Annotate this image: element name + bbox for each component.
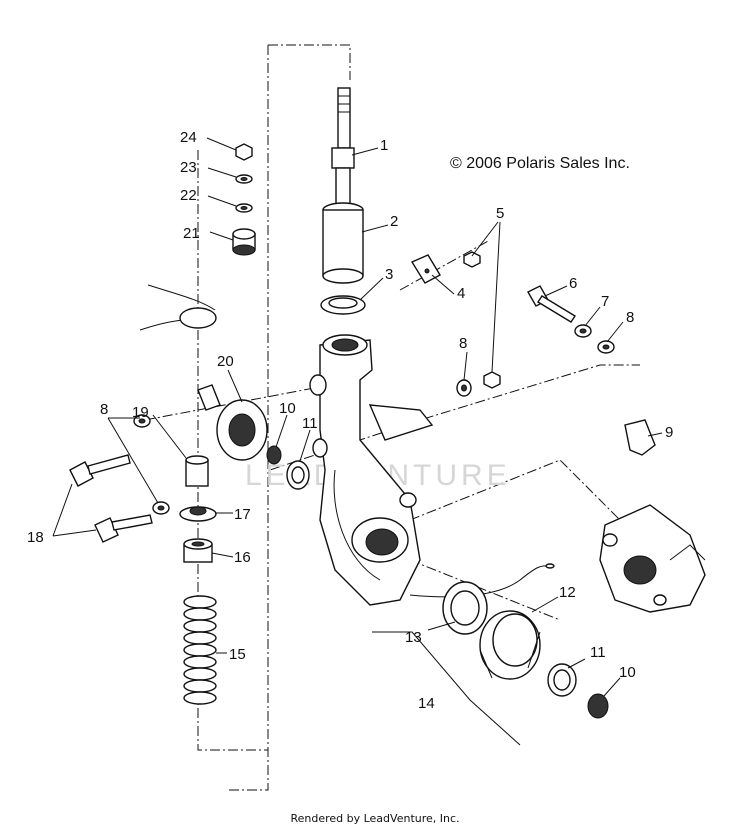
bolt-6	[527, 285, 576, 323]
callout-18: 18	[27, 529, 44, 546]
callout-15: 15	[229, 646, 246, 663]
footer-credit: Rendered by LeadVenture, Inc.	[290, 812, 459, 825]
callout-7: 7	[601, 293, 609, 310]
callout-labels: 1 2 3 4 5 6 7 8 8 8 9 10 10 11 11 12 13 …	[27, 129, 673, 712]
callout-6: 6	[569, 275, 577, 292]
brake-pad-9	[624, 419, 656, 456]
nut-5-lower	[483, 371, 501, 389]
bearing-cone-10-upper	[266, 445, 282, 465]
callout-11-upper: 11	[302, 415, 318, 432]
brake-caliper	[599, 504, 706, 613]
strut-shaft	[331, 87, 355, 207]
callout-8-center: 8	[459, 335, 467, 352]
group-bracket-14	[372, 631, 521, 746]
flanged-nut-17	[179, 506, 217, 522]
washer-8-center	[456, 379, 472, 397]
callout-8-right: 8	[626, 309, 634, 326]
callout-20: 20	[217, 353, 234, 370]
seal-11-upper	[286, 460, 310, 490]
copyright-notice: © 2006 Polaris Sales Inc.	[450, 155, 630, 172]
callout-8-left: 8	[100, 401, 108, 418]
callout-12: 12	[559, 584, 576, 601]
seal-13	[442, 581, 488, 635]
callout-21: 21	[183, 225, 200, 242]
callout-9: 9	[665, 424, 673, 441]
nut-5-upper	[463, 251, 481, 268]
bolt-18-lower	[94, 514, 153, 543]
callout-1: 1	[380, 137, 388, 154]
washer-22	[235, 203, 253, 213]
bushing-ring	[320, 295, 366, 315]
washer-7	[574, 324, 592, 338]
washer-23	[235, 174, 253, 184]
bearing-race-12	[479, 610, 541, 680]
strut-cartridge	[322, 202, 364, 284]
spindle-body	[309, 334, 434, 606]
leader-lines	[52, 137, 663, 697]
callout-17: 17	[234, 506, 251, 523]
callout-10-upper: 10	[279, 400, 296, 417]
nut-19	[185, 455, 209, 487]
nut-24	[235, 143, 253, 161]
callout-11-lower: 11	[590, 644, 606, 661]
callout-10-lower: 10	[619, 664, 636, 681]
callout-5: 5	[496, 205, 504, 222]
grease-fitting	[197, 384, 221, 411]
bearing-20	[216, 399, 268, 461]
callout-22: 22	[180, 187, 197, 204]
callout-3: 3	[385, 266, 393, 283]
callout-13: 13	[405, 629, 422, 646]
callout-16: 16	[234, 549, 251, 566]
control-arm-outline	[139, 284, 217, 331]
seal-11-lower	[547, 663, 577, 697]
washer-8-left-lower	[152, 501, 170, 515]
callout-2: 2	[390, 213, 398, 230]
washer-8-right	[597, 340, 615, 354]
callout-19: 19	[132, 404, 149, 421]
callout-14: 14	[418, 695, 435, 712]
callout-4: 4	[457, 285, 465, 302]
callout-24: 24	[180, 129, 197, 146]
bearing-cone-10-lower	[587, 693, 609, 719]
callout-23: 23	[180, 159, 197, 176]
bolt-18-upper	[69, 454, 131, 487]
spring-15	[183, 595, 217, 705]
bushing-21	[232, 228, 256, 256]
spacer-16	[183, 538, 213, 563]
